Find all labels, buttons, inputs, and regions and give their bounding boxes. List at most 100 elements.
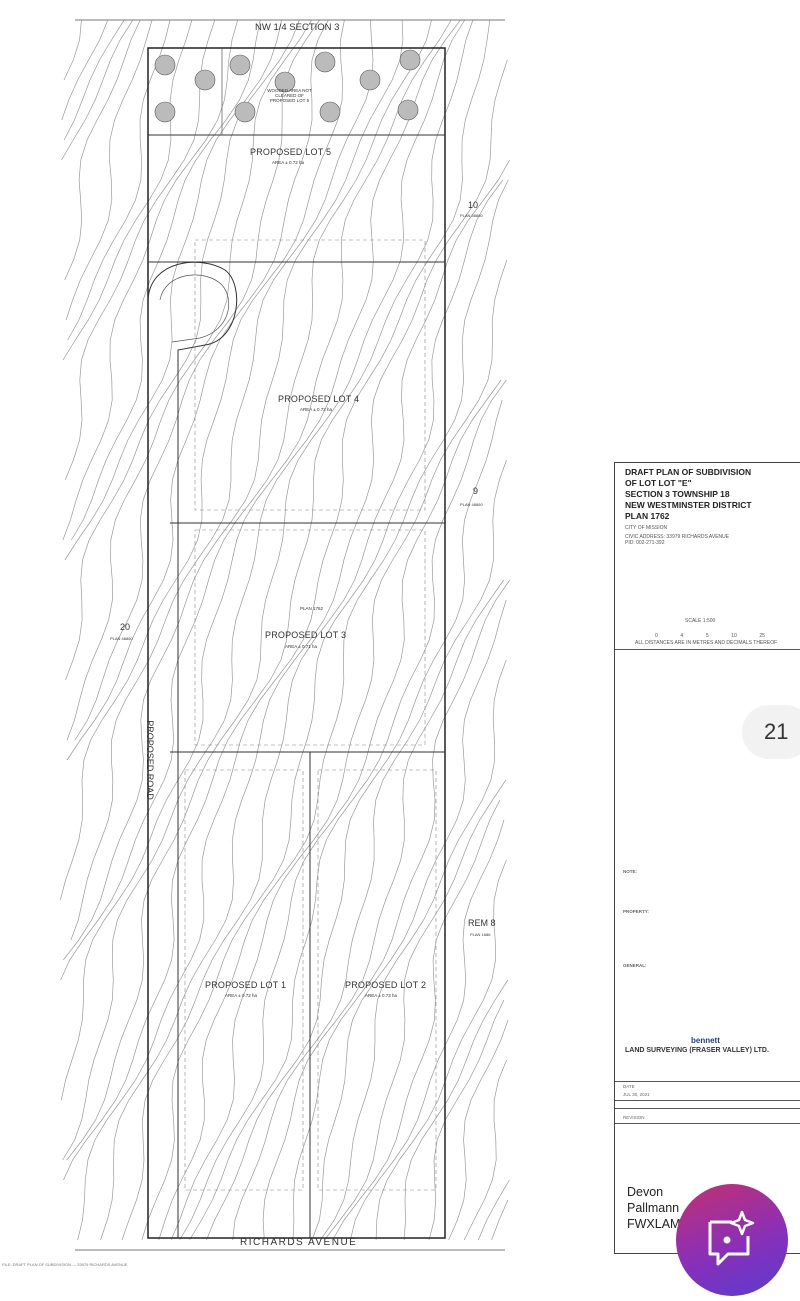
scale-label: SCALE 1:500 <box>685 618 716 624</box>
tree-icon <box>194 69 216 91</box>
date-value: JUL 30, 2021 <box>623 1092 650 1097</box>
title-line: NEW WESTMINSTER DISTRICT <box>625 500 752 510</box>
lot-1-label: PROPOSED LOT 1 <box>205 980 287 990</box>
contour-line <box>60 19 432 981</box>
contour-line <box>448 1019 509 1241</box>
contour-line <box>350 819 505 1241</box>
contour-line <box>403 979 509 1241</box>
scale-tick: 25 <box>759 633 765 639</box>
lot-4-label: PROPOSED LOT 4 <box>278 394 360 404</box>
contour-line <box>63 19 474 1181</box>
note-heading: NOTE: <box>623 869 637 874</box>
contour-line <box>71 19 261 541</box>
contour-line <box>59 19 345 901</box>
contour-line <box>375 859 507 1241</box>
civic-address: CIVIC ADDRESS: 33979 RICHARDS AVENUE <box>625 534 730 540</box>
tree-icon <box>154 54 176 76</box>
contour-line <box>324 779 507 1241</box>
contour-line <box>428 999 505 1241</box>
contour-line <box>64 19 216 481</box>
pid: PID: 002-271-392 <box>625 540 665 546</box>
tree-icon <box>397 99 419 121</box>
contour-line <box>67 19 171 341</box>
contour-line <box>206 399 503 1241</box>
lot-2-area: AREA ± 0.73 ha <box>365 993 397 998</box>
contour-line <box>463 1059 507 1241</box>
scale-ticks: 0 4 5 10 25 <box>655 633 765 639</box>
contour-line <box>320 659 507 1241</box>
plan-ref: PLAN 1762 <box>300 606 324 611</box>
lot-5-label: PROPOSED LOT 5 <box>250 147 332 157</box>
contour-line <box>491 1199 509 1241</box>
tree-icon <box>229 54 251 76</box>
contour-line <box>64 19 141 281</box>
company-name: bennett <box>691 1036 720 1045</box>
ai-assistant-button[interactable] <box>676 1184 788 1296</box>
proposed-road-label: PROPOSED ROAD <box>144 720 155 800</box>
signature-line: FWXLAM <box>627 1217 681 1231</box>
contour-line <box>65 19 300 681</box>
contour-line <box>121 159 510 1241</box>
lot-2-label: PROPOSED LOT 2 <box>345 980 427 990</box>
neighbour-rem8-plan: PLAN 1686 <box>470 932 491 937</box>
contour-line <box>63 19 125 141</box>
contour-line <box>70 19 374 941</box>
tree-icon <box>319 101 341 123</box>
contour-line <box>60 19 452 1101</box>
lot-5-area: AREA ± 0.72 ha <box>272 160 304 165</box>
chat-sparkle-icon <box>708 1210 755 1266</box>
city: CITY OF MISSION <box>625 525 668 531</box>
contour-line <box>77 19 491 1241</box>
signature-line: Devon <box>627 1185 664 1199</box>
contour-line <box>292 579 511 1241</box>
contour-line <box>63 19 82 81</box>
contour-line <box>61 19 109 121</box>
signature-stamp-text: Devon Pallmann FWXLAM <box>627 1184 680 1232</box>
scale-tick: 10 <box>731 633 737 639</box>
neighbour-10-plan: PLAN 48860 <box>460 213 483 218</box>
plan-title: DRAFT PLAN OF SUBDIVISION OF LOT LOT "E"… <box>625 467 752 522</box>
scale-tick: 5 <box>705 633 709 639</box>
property-heading: PROPERTY: <box>623 909 649 914</box>
contour-line <box>66 19 466 1161</box>
tree-icon <box>399 49 421 71</box>
title-line: SECTION 3 TOWNSHIP 18 <box>625 489 730 499</box>
contour-line <box>170 259 508 1241</box>
contour-line <box>311 599 507 1241</box>
scale-tick: 4 <box>680 633 684 639</box>
contour-line <box>100 59 508 1241</box>
contour-line <box>65 19 153 321</box>
page-number-badge[interactable]: 21 <box>742 705 800 759</box>
north-boundary-label: NW 1/4 SECTION 3 <box>255 22 340 33</box>
tree-icon <box>359 69 381 91</box>
lot-1-area: AREA ± 0.72 ha <box>225 993 257 998</box>
date-label: DATE <box>623 1084 635 1089</box>
company-sub: LAND SURVEYING (FRASER VALLEY) LTD. <box>625 1047 769 1054</box>
contour-line <box>61 19 134 161</box>
contour-line <box>332 799 501 1241</box>
neighbour-9: 9 <box>473 486 479 496</box>
tree-icon <box>274 71 296 93</box>
lot-3-area: AREA ± 0.71 ha <box>285 644 317 649</box>
tree-note: WOODED AREA NOT CLEARED OF PROPOSED LOT … <box>267 88 312 103</box>
title-line: OF LOT LOT "E" <box>625 478 692 488</box>
neighbour-20: 20 <box>120 622 131 632</box>
tree-icon <box>314 51 336 73</box>
general-heading: GENERAL: <box>623 963 647 968</box>
signature-line: Pallmann <box>627 1201 680 1215</box>
lot-4-area: AREA ± 0.72 ha <box>300 407 332 412</box>
contour-line <box>179 379 502 1241</box>
contour-line <box>189 379 507 1241</box>
footer-note: FILE: DRAFT PLAN OF SUBDIVISION — 33979 … <box>2 1262 128 1267</box>
parcel-boundary <box>147 47 446 1239</box>
tree-icon <box>154 101 176 123</box>
contour-line <box>66 19 312 741</box>
neighbour-10: 10 <box>468 200 479 210</box>
contour-line <box>74 19 320 741</box>
contour-line <box>477 1179 510 1241</box>
tree-symbols <box>154 49 421 123</box>
contour-line <box>66 19 329 761</box>
title-line: DRAFT PLAN OF SUBDIVISION <box>625 467 752 477</box>
neighbour-rem8: REM 8 <box>468 918 496 928</box>
